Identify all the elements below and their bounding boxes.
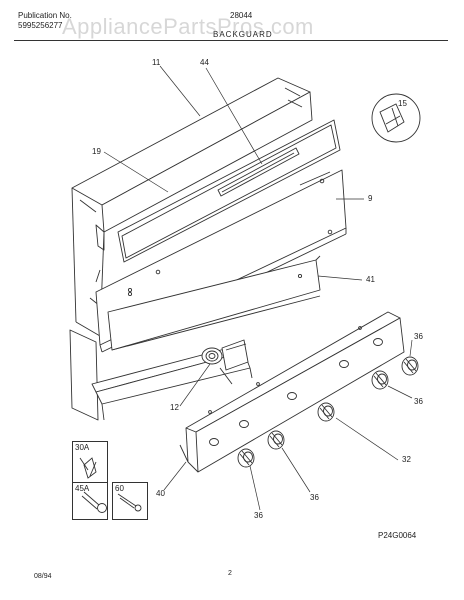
control-knobs <box>237 356 419 468</box>
knob-1 <box>237 448 255 468</box>
leader-lines <box>103 65 413 511</box>
clock-slot <box>217 147 300 197</box>
callout-9: 9 <box>368 194 373 203</box>
callout-36-lower: 36 <box>310 493 319 502</box>
model-number: 28044 <box>230 11 253 20</box>
callout-36-top-right: 36 <box>414 332 423 341</box>
callout-41: 41 <box>366 275 375 284</box>
legend-part-drawings <box>79 457 142 513</box>
diagram-code: P24G0064 <box>378 531 417 540</box>
callout-32: 32 <box>402 455 411 464</box>
knob-5 <box>401 356 419 376</box>
callout-36-bottom: 36 <box>254 511 263 520</box>
callout-19: 19 <box>92 147 101 156</box>
callout-40: 40 <box>156 489 165 498</box>
callout-11: 11 <box>152 58 161 67</box>
backguard-housing <box>71 77 313 337</box>
callout-15: 15 <box>398 99 407 108</box>
section-title: BACKGUARD <box>213 30 273 39</box>
bolt-icon <box>81 491 107 513</box>
detail-circle <box>371 93 421 143</box>
callout-12: 12 <box>170 403 179 412</box>
legend-box-60 <box>112 482 148 520</box>
publication-label: Publication No. <box>18 11 72 20</box>
callout-44: 44 <box>200 58 209 67</box>
knob-2 <box>267 430 285 450</box>
knob-4 <box>371 370 389 390</box>
legend-label-30a: 30A <box>75 443 90 452</box>
wing-nut-icon <box>79 457 97 479</box>
watermark: AppliancePartsPros.com <box>62 14 314 39</box>
legend-box-45a <box>72 482 108 520</box>
switch-assembly <box>201 339 249 385</box>
legend-label-45a: 45A <box>75 484 90 493</box>
knob-3 <box>317 402 335 422</box>
header-rule <box>14 40 448 41</box>
legend-label-60: 60 <box>115 484 124 493</box>
screw-icon <box>117 493 142 512</box>
footer-date: 08/94 <box>34 573 52 580</box>
publication-number: 5995256277 <box>18 21 63 30</box>
lower-trim <box>107 255 321 351</box>
manifold-panel <box>179 311 405 473</box>
page-number: 2 <box>228 570 232 577</box>
callout-36-right: 36 <box>414 397 423 406</box>
side-plate <box>69 329 99 421</box>
